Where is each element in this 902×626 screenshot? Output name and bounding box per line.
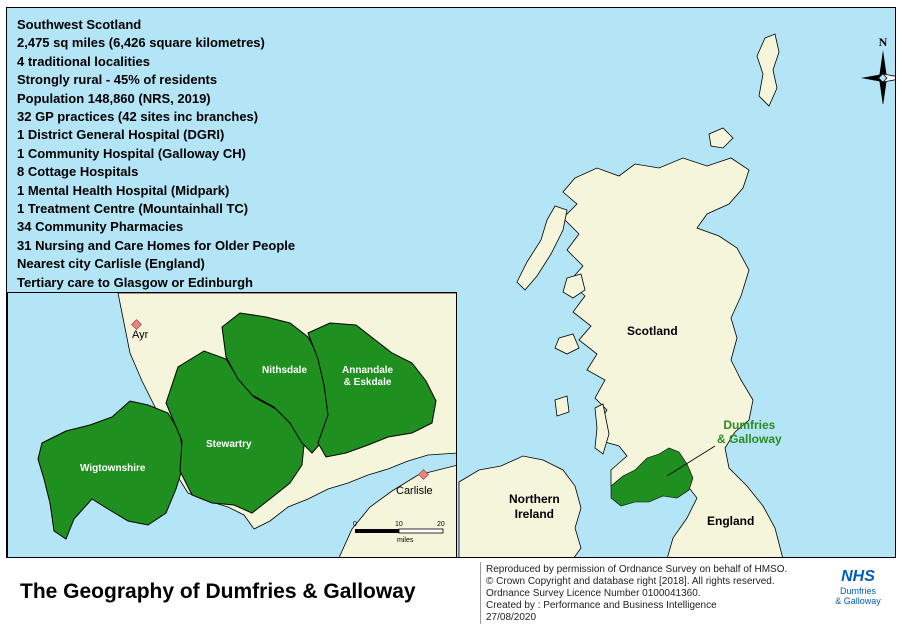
- scale-tick-20: 20: [437, 521, 445, 528]
- credits-block: Reproduced by permission of Ordnance Sur…: [486, 564, 787, 624]
- label-dumfries-line2: & Galloway: [717, 432, 782, 446]
- label-ni-line1: Northern: [509, 492, 560, 506]
- footer: The Geography of Dumfries & Galloway Rep…: [6, 562, 896, 624]
- fact-item: 8 Cottage Hospitals: [17, 164, 139, 180]
- locality-label-wigtownshire: Wigtownshire: [80, 463, 146, 474]
- fact-item: 34 Community Pharmacies: [17, 219, 184, 235]
- fact-item: 1 District General Hospital (DGRI): [17, 127, 225, 143]
- inset-map-svg: [37, 293, 456, 557]
- fact-item: Tertiary care to Glasgow or Edinburgh: [17, 274, 253, 290]
- fact-item: Nearest city Carlisle (England): [17, 256, 205, 272]
- fact-item: 31 Nursing and Care Homes for Older Peop…: [17, 237, 296, 253]
- label-dumfries-line1: Dumfries: [723, 418, 776, 432]
- facts-list: Southwest Scotland 2,475 sq miles (6,426 …: [17, 16, 295, 292]
- locality-wigtownshire: [37, 400, 185, 540]
- shetland: [756, 33, 780, 107]
- islay: [554, 395, 570, 417]
- fact-item: 2,475 sq miles (6,426 square kilometres): [17, 35, 265, 51]
- fact-item: 1 Mental Health Hospital (Midpark): [17, 182, 230, 198]
- nhs-badge: NHS: [841, 568, 875, 585]
- nhs-logo-line1: Dumfries: [839, 586, 876, 596]
- locality-label-stewartry: Stewartry: [206, 439, 252, 450]
- mull: [554, 333, 580, 355]
- label-ni-line2: Ireland: [514, 507, 555, 521]
- map-area: Southwest Scotland 2,475 sq miles (6,426 …: [6, 7, 896, 558]
- kintyre: [594, 403, 610, 455]
- ireland-landmass: [458, 455, 582, 557]
- credit-line: Created by : Performance and Business In…: [486, 600, 717, 611]
- north-arrow-icon: N: [861, 35, 895, 104]
- dumfries-pointer-line: [666, 445, 716, 477]
- page-title: The Geography of Dumfries & Galloway: [20, 580, 416, 603]
- scale-tick-10: 10: [395, 521, 403, 528]
- fact-item: Population 148,860 (NRS, 2019): [17, 90, 211, 106]
- credit-line: 27/08/2020: [486, 612, 537, 623]
- locality-annandale-eskdale: [307, 322, 437, 458]
- town-marker-ayr: [131, 319, 142, 330]
- scale-bar: 0 10 20 miles: [353, 521, 445, 544]
- orkney: [708, 127, 734, 149]
- inset-cumbria: [338, 465, 456, 557]
- credit-line: Reproduced by permission of Ordnance Sur…: [486, 564, 788, 575]
- great-britain-landmass: [562, 157, 783, 557]
- fact-item: 4 traditional localities: [17, 53, 150, 69]
- north-label: N: [879, 35, 888, 49]
- town-label-ayr: Ayr: [132, 329, 149, 341]
- nhs-logo: NHS Dumfries & Galloway: [826, 568, 890, 624]
- credit-line: © Crown Copyright and database right [20…: [486, 576, 775, 587]
- label-northern-ireland: Northern Ireland: [509, 492, 560, 522]
- label-england: England: [707, 514, 755, 528]
- nhs-logo-line2: & Galloway: [835, 596, 881, 606]
- label-dumfries-galloway: Dumfries & Galloway: [717, 418, 782, 446]
- fact-item: 32 GP practices (42 sites inc branches): [17, 109, 259, 125]
- annandale-line1: Annandale: [342, 365, 394, 376]
- annandale-line2: & Eskdale: [343, 377, 392, 388]
- footer-divider: [480, 562, 481, 624]
- scale-tick-0: 0: [353, 521, 357, 528]
- inset-map: Ayr Carlisle Wigtownshire Stewartry Nith…: [7, 292, 457, 557]
- fact-item: Southwest Scotland: [17, 17, 142, 32]
- locality-label-annandale: Annandale & Eskdale: [342, 365, 393, 389]
- locality-stewartry: [165, 350, 305, 514]
- fact-item: 1 Treatment Centre (Mountainhall TC): [17, 201, 249, 217]
- credit-line: Ordnance Survey Licence Number 010004136…: [486, 588, 701, 599]
- main-map: [458, 33, 783, 557]
- scale-unit: miles: [397, 537, 414, 544]
- label-scotland: Scotland: [627, 324, 678, 338]
- fact-item: 1 Community Hospital (Galloway CH): [17, 145, 246, 161]
- outer-hebrides: [516, 205, 568, 291]
- town-label-carlisle: Carlisle: [396, 485, 433, 497]
- town-marker-carlisle: [418, 469, 429, 480]
- locality-label-nithsdale: Nithsdale: [262, 365, 308, 376]
- dumfries-galloway-region: [610, 447, 694, 507]
- skye: [562, 273, 586, 299]
- fact-item: Strongly rural - 45% of residents: [17, 72, 218, 88]
